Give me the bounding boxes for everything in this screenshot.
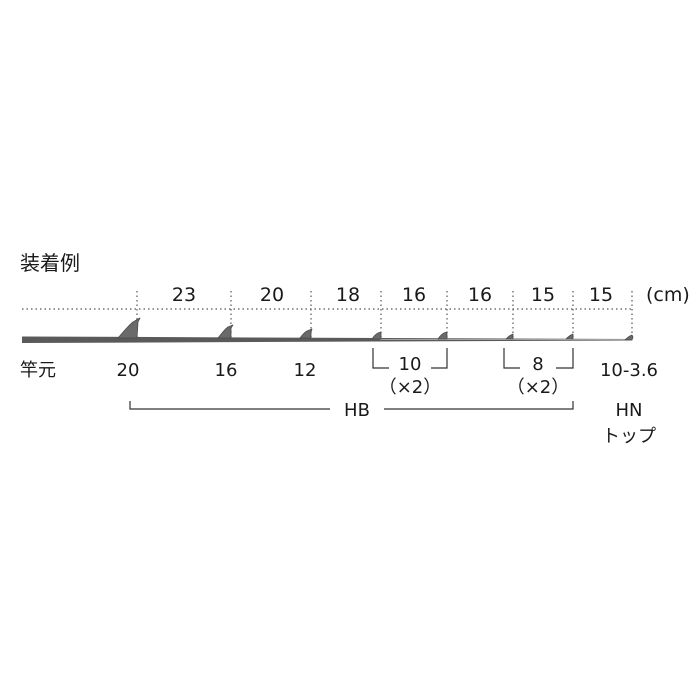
- guide-10-a: [371, 331, 382, 340]
- unit-label: (cm): [646, 284, 690, 306]
- top-guide: [624, 334, 634, 341]
- spacing-label: 15: [531, 284, 555, 306]
- spacing-label: 18: [336, 284, 360, 306]
- spacing-label: 23: [172, 284, 196, 306]
- tip-size-label: 10-3.6: [600, 360, 658, 381]
- group-b-bracket: [503, 348, 574, 369]
- top-label: トップ: [602, 426, 656, 447]
- guide-20: [117, 317, 141, 339]
- guide-12: [299, 328, 313, 339]
- butt-label: 竿元: [20, 360, 56, 381]
- guide-10-b: [437, 331, 448, 340]
- guide-size-label: 20: [117, 360, 140, 381]
- group-a-size: 10: [399, 354, 422, 375]
- series-hb-label: HB: [344, 400, 370, 421]
- guide-8-a: [505, 333, 514, 340]
- group-a-count: （×2）: [379, 377, 442, 398]
- group-a-bracket: [372, 348, 448, 369]
- series-hn-label: HN: [616, 400, 643, 421]
- guide-size-label: 16: [215, 360, 238, 381]
- spacing-label: 15: [589, 284, 613, 306]
- group-b-size: 8: [532, 354, 543, 375]
- hb-bracket: [129, 401, 574, 410]
- group-b-count: （×2）: [507, 377, 570, 398]
- guide-8-b: [565, 333, 574, 340]
- spacing-label: 16: [402, 284, 426, 306]
- spacing-ticks: [136, 291, 633, 337]
- guide-size-label: 12: [294, 360, 317, 381]
- spacing-label: 16: [468, 284, 492, 306]
- guide-16: [217, 324, 234, 339]
- spacing-label: 20: [260, 284, 284, 306]
- title: 装着例: [20, 251, 80, 275]
- rod-blank: [22, 336, 632, 343]
